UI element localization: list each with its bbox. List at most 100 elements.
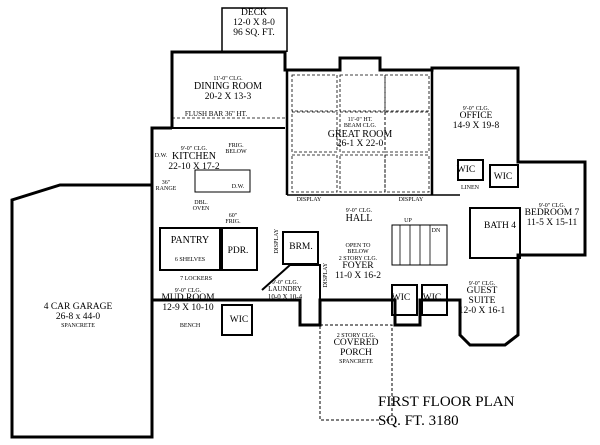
mud-wic-label: WIC xyxy=(229,315,249,325)
foyer-wic-label: WIC xyxy=(391,293,411,303)
island-dishwasher-label: D.W. xyxy=(231,184,245,190)
staircase xyxy=(391,224,448,266)
room-name: BEDROOM 7 xyxy=(524,208,580,219)
display-label: DISPLAY xyxy=(296,197,322,203)
room-dims: 12-0 X 16-1 xyxy=(458,306,506,317)
ceiling-height: 2 STORY CLG. xyxy=(338,255,378,262)
bath-walls xyxy=(469,207,521,259)
garage-label: 4 CAR GARAGE 26-8 x 44-0 SPANCRETE xyxy=(43,302,113,329)
display-label: DISPLAY xyxy=(322,262,329,288)
laundry-label: 9'-0" CLG. LAUNDRY 10-0 X 10-4 xyxy=(268,280,302,301)
ceiling-height: 9'-0" CLG. xyxy=(174,288,202,294)
house-west-wall xyxy=(150,126,172,300)
range-label: 36" RANGE xyxy=(155,180,177,193)
mud-room-label: 9'-0" CLG. MUD ROOM 12-9 X 10-10 xyxy=(161,288,214,314)
guest-wic-walls xyxy=(421,284,448,316)
room-dims: 12-9 X 10-10 xyxy=(162,303,214,314)
display-label: DISPLAY xyxy=(273,228,280,254)
pantry-label: PANTRY 6 SHELVES xyxy=(170,235,210,263)
deck-outline xyxy=(221,7,288,52)
house-outer-wall xyxy=(152,50,587,347)
linen-label: LINEN xyxy=(461,185,479,191)
ceiling-height: 9'-0" CLG. xyxy=(538,203,566,209)
room-dims: 11-0 X 16-2 xyxy=(334,270,382,281)
stairs-down-label: DN xyxy=(431,228,441,234)
plan-square-footage: SQ. FT. 3180 xyxy=(378,412,459,429)
deck-label: DECK 12-0 X 8-0 96 SQ. FT. xyxy=(233,8,275,39)
porch-note: SPANCRETE xyxy=(339,359,373,366)
guest-suite-label: 9'-0" CLG. GUEST SUITE 12-0 X 16-1 xyxy=(459,281,505,317)
plan-title-name: FIRST FLOOR PLAN xyxy=(378,394,515,410)
garage-note: SPANCRETE xyxy=(61,322,95,329)
room-name: 4 CAR GARAGE xyxy=(43,302,113,312)
porch-label: 2 STORY CLG. COVERED PORCH SPANCRETE xyxy=(334,333,379,366)
bath-4-label: BATH 4 xyxy=(484,221,516,231)
dining-room-label: 11'-0" CLG. DINING ROOM 20-2 X 13-3 xyxy=(194,76,262,103)
room-name: GREAT ROOM xyxy=(327,128,393,140)
garage-walls xyxy=(10,183,154,439)
stair-treads xyxy=(399,225,431,265)
room-dims: 20-2 X 13-3 xyxy=(204,91,252,102)
flush-bar-label: FLUSH BAR 36" HT. xyxy=(184,110,248,118)
ceiling-height: 9'-0" CLG. xyxy=(468,281,496,287)
room-name: GUEST xyxy=(466,286,498,297)
foyer-note: OPEN TO xyxy=(345,243,371,249)
room-dims: 26-1 X 22-0 xyxy=(336,139,384,150)
room-name: PANTRY xyxy=(170,235,210,246)
office-wic-label: WIC xyxy=(456,165,476,175)
mud-wic-walls xyxy=(221,304,253,336)
pantry-note: 6 SHELVES xyxy=(174,256,206,263)
foyer-note: BELOW xyxy=(347,249,369,256)
room-dims: 22-10 X 17-2 xyxy=(168,161,220,172)
room-dims: 10-0 X 10-4 xyxy=(267,292,303,301)
dishwasher-label: D.W. xyxy=(154,153,168,159)
room-name: KITCHEN xyxy=(172,151,216,163)
office-label: 9'-0" CLG. OFFICE 14-9 X 19-8 xyxy=(453,106,499,132)
lockers-label: 7 LOCKERS xyxy=(180,276,212,282)
stairs-up-label: UP xyxy=(404,218,412,224)
pantry-walls xyxy=(159,227,221,271)
great-room-label: 11'-0" HT. BEAM CLG. GREAT ROOM 26-1 X 2… xyxy=(328,117,393,150)
foyer-label: OPEN TO BELOW 2 STORY CLG. FOYER 11-0 X … xyxy=(335,243,381,282)
ceiling-height: 2 STORY CLG. xyxy=(336,333,376,339)
bench-label: BENCH xyxy=(179,323,201,329)
porch-outline xyxy=(319,324,393,421)
ceiling-height: 9'-0" CLG. xyxy=(180,146,208,152)
plan-title: FIRST FLOOR PLAN SQ. FT. 3180 xyxy=(378,393,514,431)
kitchen-label: 9'-0" CLG. KITCHEN 22-10 X 17-2 xyxy=(168,146,219,173)
office-wic-walls xyxy=(457,159,484,181)
ceiling-height: 11'-0" CLG. xyxy=(213,76,243,82)
room-name: SUITE xyxy=(468,296,496,307)
room-name: PORCH xyxy=(340,348,372,359)
bedroom-7-label: 9'-0" CLG. BEDROOM 7 11-5 X 15-11 xyxy=(525,203,580,229)
frig-below-label: FRIG. BELOW xyxy=(225,143,247,156)
foyer-wic-walls xyxy=(391,284,418,316)
display-label: DISPLAY xyxy=(398,197,424,203)
powder-room-walls xyxy=(221,227,258,271)
kitchen-island xyxy=(194,169,251,193)
room-dims: 12-0 X 8-0 xyxy=(233,17,275,28)
room-name: HALL xyxy=(345,213,373,225)
ceiling-height: 9'-0" CLG. xyxy=(462,106,490,112)
room-area: 96 SQ. FT. xyxy=(233,27,275,38)
room-dims: 14-9 X 19-8 xyxy=(452,121,500,132)
ceiling-height: 9'-0" CLG. xyxy=(271,280,299,286)
room-name: DECK xyxy=(241,8,267,18)
hall-label: 9'-0" CLG. HALL xyxy=(346,208,373,225)
fridge-label: 60" FRIG. xyxy=(225,213,241,226)
room-name: MUD ROOM xyxy=(161,293,215,304)
bedroom-wic-walls xyxy=(489,164,519,188)
bedroom-wic-label: WIC xyxy=(493,172,513,182)
ceiling-height: 11'-0" HT. xyxy=(347,117,373,123)
room-dims: 26-8 x 44-0 xyxy=(55,311,101,322)
room-dims: 11-5 X 15-11 xyxy=(526,218,578,229)
ceiling-height: 9'-0" CLG. xyxy=(345,208,373,214)
brm-label: BRM. xyxy=(289,242,313,252)
room-name: LAUNDRY xyxy=(268,285,302,294)
double-oven-label: DBL. OVEN xyxy=(192,200,210,213)
guest-wic-label: WIC xyxy=(422,293,442,303)
ceiling-type: BEAM CLG. xyxy=(343,123,377,130)
powder-room-label: PDR. xyxy=(227,246,249,256)
